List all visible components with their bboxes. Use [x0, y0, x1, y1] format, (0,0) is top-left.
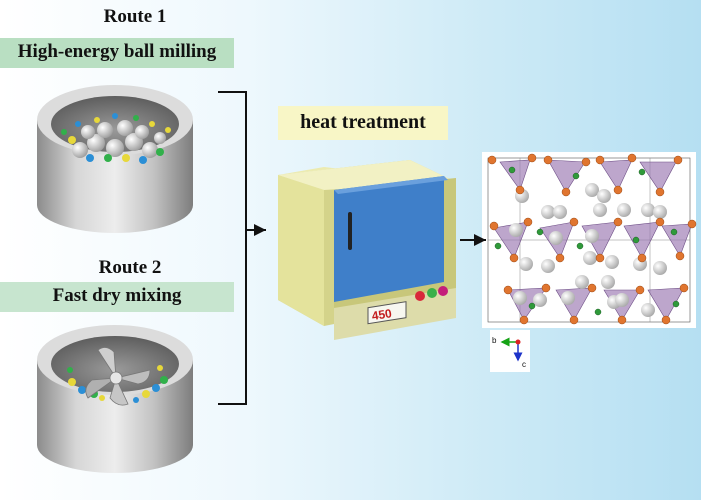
furnace-button-red: [415, 291, 425, 301]
route2-method-label: Fast dry mixing: [52, 285, 182, 306]
route1-method-label: High-energy ball milling: [17, 41, 217, 62]
route2-title: Route 2: [98, 257, 162, 278]
furnace-door-handle: [348, 212, 352, 250]
route1-method-box: [0, 38, 234, 68]
ball-milling-jar-illustration: [37, 85, 193, 233]
milling-balls: [61, 113, 171, 164]
furnace-temperature-display: 450: [371, 306, 393, 323]
route1-title: Route 1: [103, 6, 167, 27]
furnace-illustration: [278, 160, 456, 340]
axis-b-label: b: [492, 336, 497, 345]
axis-origin: [515, 339, 521, 345]
mixer-blade-icon: [85, 347, 151, 406]
heat-treatment-label: heat treatment: [300, 111, 426, 133]
polyhedra-row-top: [499, 159, 677, 193]
furnace-door: [334, 176, 444, 302]
route-merge-bracket: [218, 91, 266, 405]
crystal-axis-indicator: [500, 337, 523, 362]
axis-c-label: c: [522, 360, 526, 369]
crystal-axis-panel: [490, 330, 530, 372]
orange-atoms: [487, 153, 697, 325]
silver-atoms: [509, 183, 667, 317]
crystal-structure-illustration: [487, 153, 697, 325]
furnace-button-green: [427, 288, 437, 298]
green-atoms: [494, 166, 680, 316]
heat-treatment-box: [278, 106, 448, 140]
route2-method-box: [0, 282, 234, 312]
furnace-button-magenta: [438, 286, 448, 296]
dry-mixing-jar-illustration: [37, 325, 193, 473]
